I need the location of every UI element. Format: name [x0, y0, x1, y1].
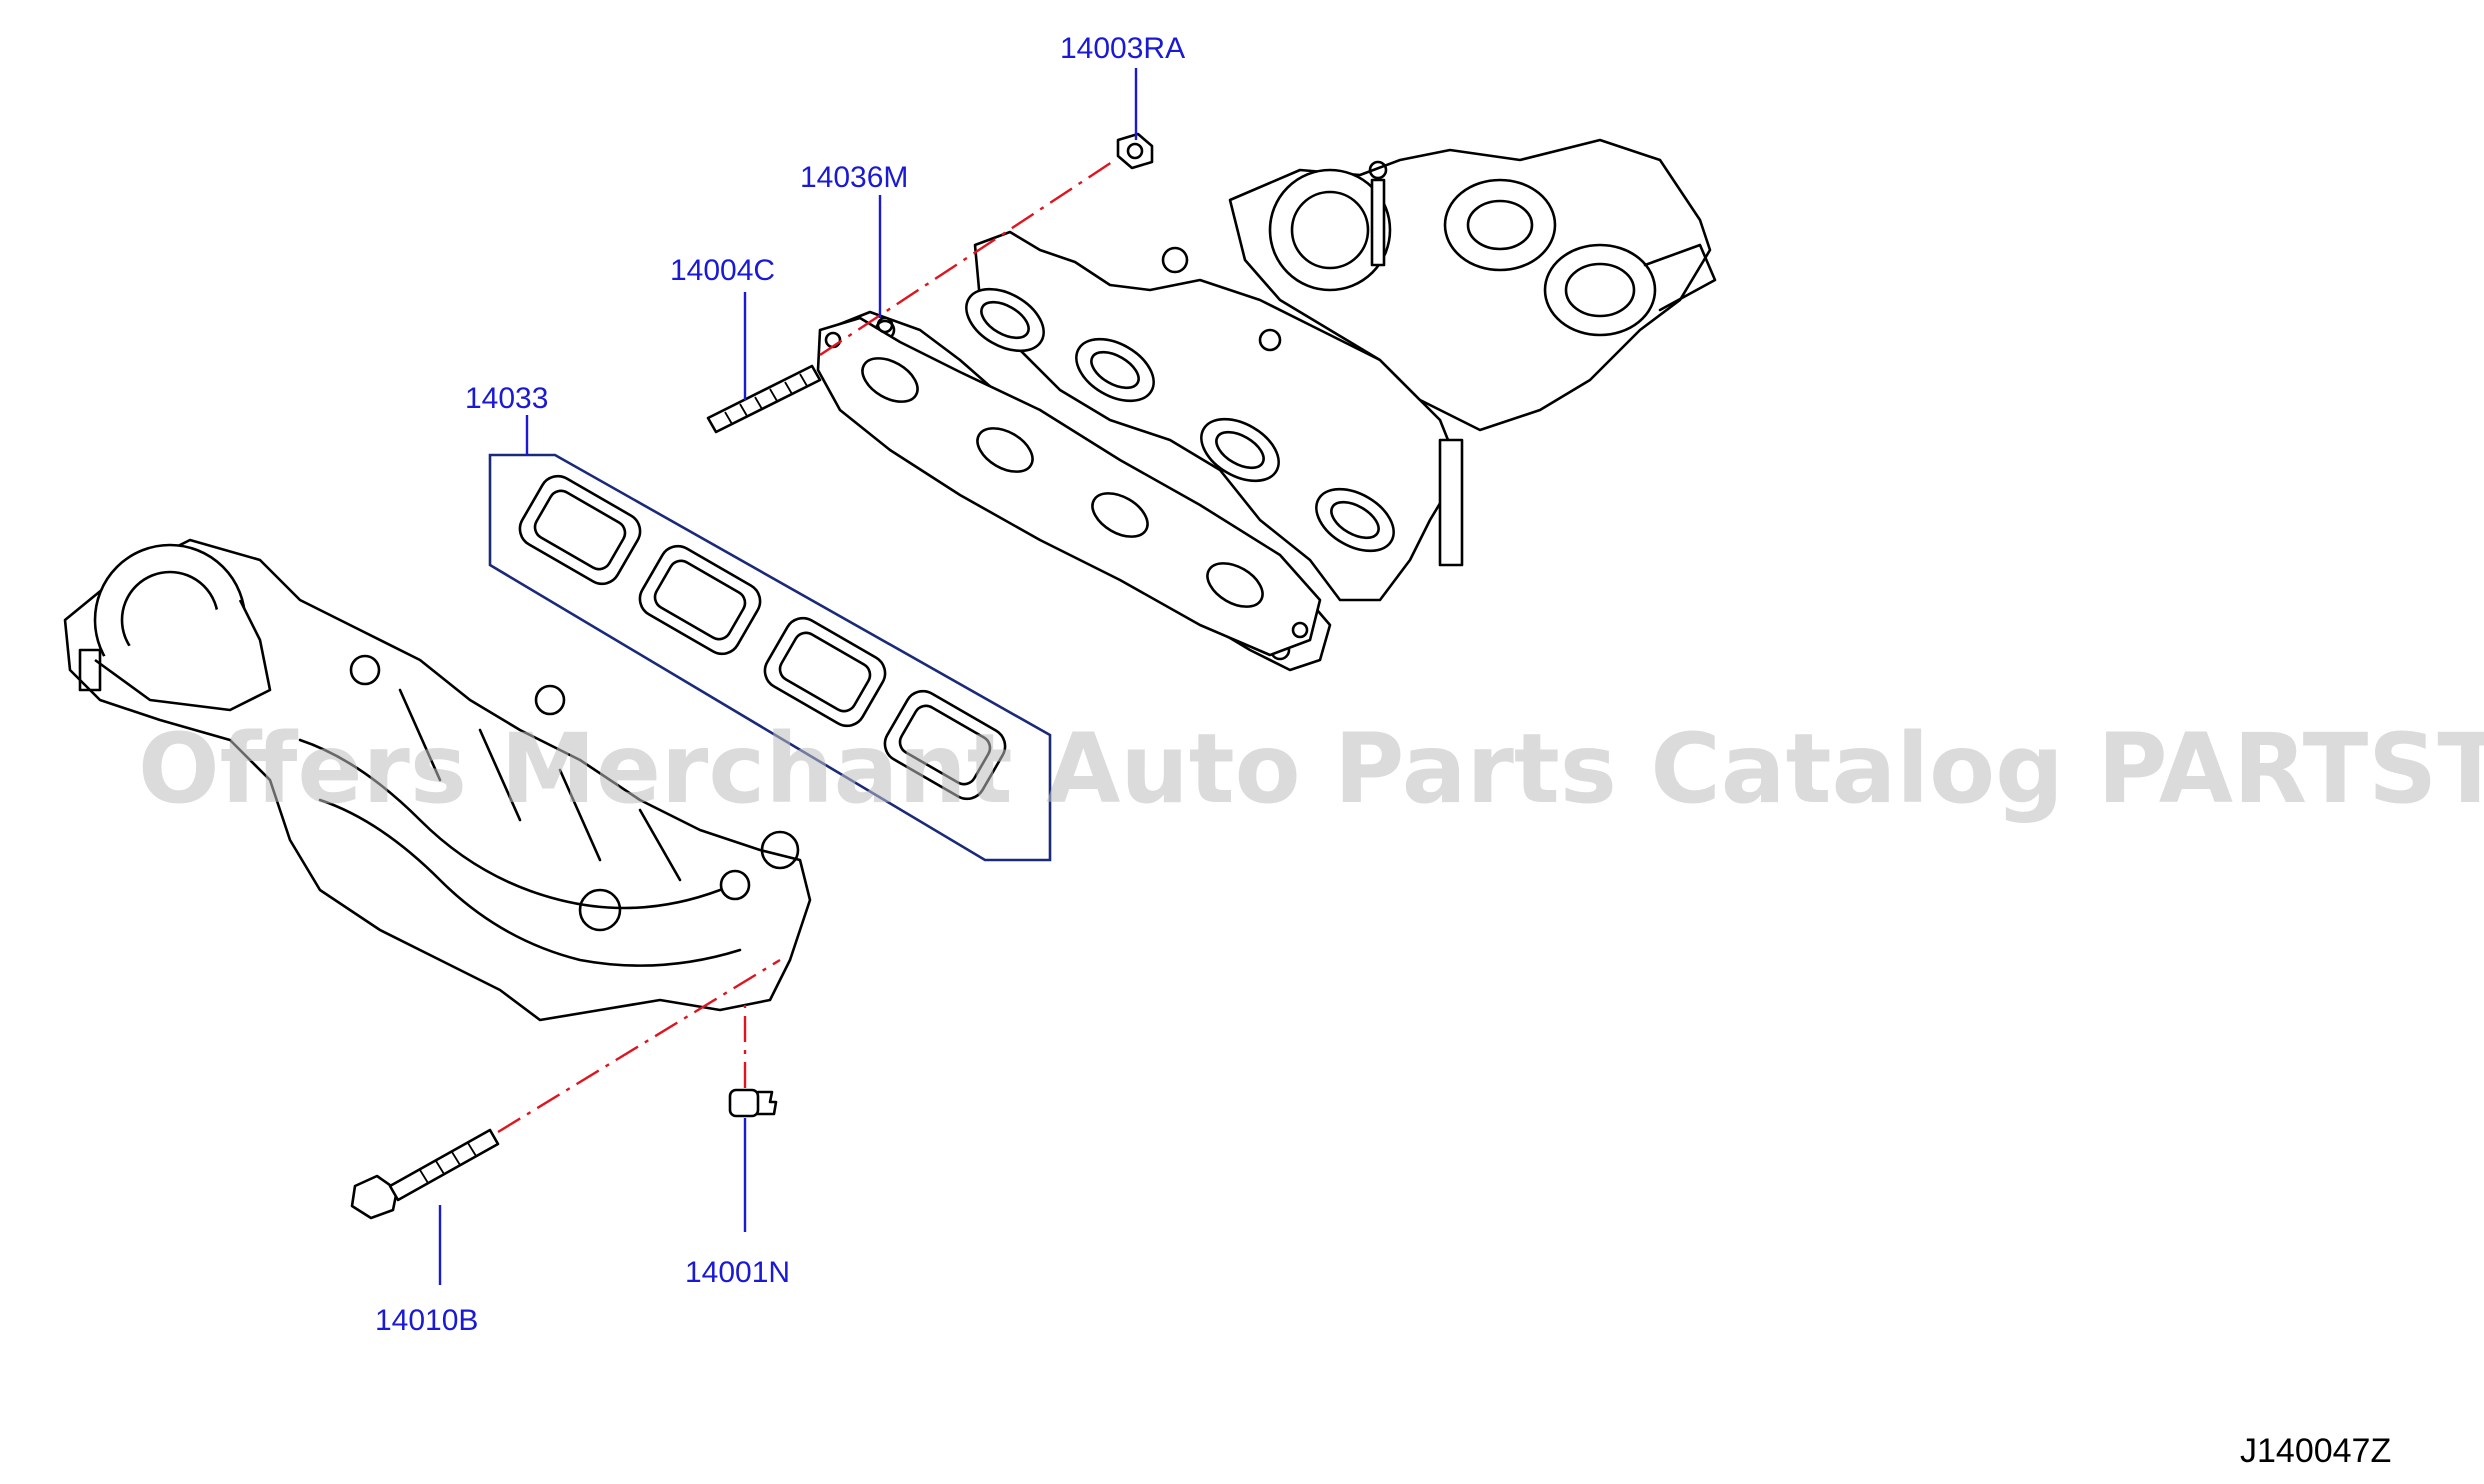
label-14036M[interactable]: 14036M — [800, 161, 908, 194]
stud-14004C — [706, 364, 822, 434]
intake-gasket-set-14033 — [488, 453, 1052, 862]
label-14003RA[interactable]: 14003RA — [1060, 32, 1185, 65]
label-14033[interactable]: 14033 — [465, 382, 548, 415]
diagram-code: J140047Z — [2240, 1432, 2391, 1470]
leader-lines — [438, 68, 1138, 1285]
label-14010B[interactable]: 14010B — [375, 1304, 478, 1337]
exhaust-gasket-14036M — [816, 316, 1322, 657]
intake-manifold — [63, 538, 812, 1022]
label-14004C[interactable]: 14004C — [670, 254, 775, 287]
clip-14001N — [728, 1088, 778, 1118]
watermark-text: Offers Merchant Auto Parts Catalog PARTS… — [138, 713, 2484, 825]
assembly-centerlines — [497, 158, 1116, 1134]
bolt-14010B — [350, 1128, 500, 1220]
nut-14003RA — [1116, 132, 1154, 170]
label-14001N[interactable]: 14001N — [685, 1256, 790, 1289]
